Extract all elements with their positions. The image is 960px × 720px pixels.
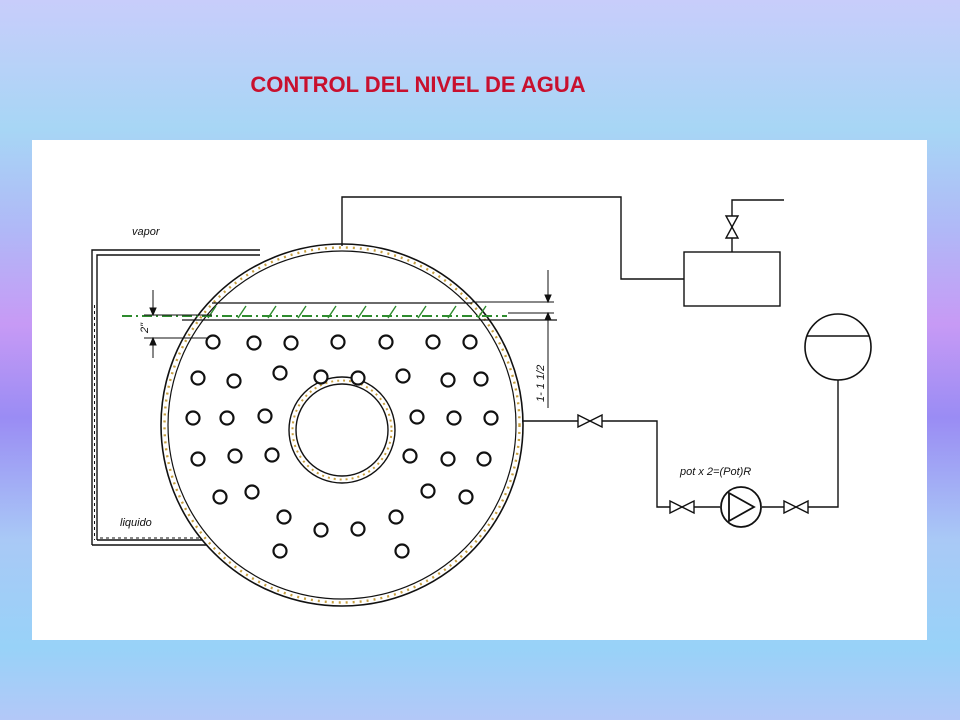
feed-pump	[720, 486, 762, 528]
steam-valve	[724, 215, 740, 239]
tube	[402, 448, 418, 464]
vapor-label: vapor	[132, 226, 161, 238]
tube	[283, 335, 299, 351]
tube	[350, 521, 366, 537]
tube	[313, 369, 329, 385]
dimension-range-label: 1- 1 1/2	[535, 365, 547, 402]
dimension-left	[144, 290, 212, 358]
tube	[272, 543, 288, 559]
tube	[350, 370, 366, 386]
diagram-panel: vapor liquido	[32, 140, 927, 640]
tube	[409, 409, 425, 425]
central-flue	[288, 376, 396, 484]
tube	[227, 448, 243, 464]
tube	[378, 334, 394, 350]
boiler-diagram: vapor liquido	[91, 196, 872, 607]
tube	[420, 483, 436, 499]
tube	[462, 334, 478, 350]
tube	[330, 334, 346, 350]
pump-formula-label: pot x 2=(Pot)R	[679, 466, 751, 478]
tube	[272, 365, 288, 381]
tube	[425, 334, 441, 350]
feed-valve-pump-outlet	[783, 499, 809, 515]
feed-valve-pump-inlet	[669, 499, 695, 515]
feedwater-tank	[804, 313, 872, 381]
tube	[313, 522, 329, 538]
tube	[226, 373, 242, 389]
tube	[190, 451, 206, 467]
slide-title: CONTROL DEL NIVEL DE AGUA	[250, 72, 586, 97]
tube	[473, 371, 489, 387]
fire-tubes	[185, 334, 499, 559]
tube	[483, 410, 499, 426]
dimension-2-label: 2"	[139, 322, 151, 334]
tube	[394, 543, 410, 559]
tube	[246, 335, 262, 351]
tube	[440, 372, 456, 388]
tube	[219, 410, 235, 426]
tube	[395, 368, 411, 384]
tube	[190, 370, 206, 386]
tube	[458, 489, 474, 505]
tube	[446, 410, 462, 426]
float-chamber	[683, 251, 781, 307]
feed-valve-drum	[577, 413, 603, 429]
tube	[388, 509, 404, 525]
tube	[205, 334, 221, 350]
tube	[476, 451, 492, 467]
dimension-right	[472, 270, 554, 408]
feedwater-line	[522, 380, 839, 508]
tube	[244, 484, 260, 500]
tube	[440, 451, 456, 467]
level-column	[91, 249, 260, 546]
liquido-label: liquido	[120, 517, 152, 529]
tube	[264, 447, 280, 463]
tube	[185, 410, 201, 426]
tube	[257, 408, 273, 424]
tube	[276, 509, 292, 525]
water-level-zone	[122, 302, 557, 321]
tube	[212, 489, 228, 505]
